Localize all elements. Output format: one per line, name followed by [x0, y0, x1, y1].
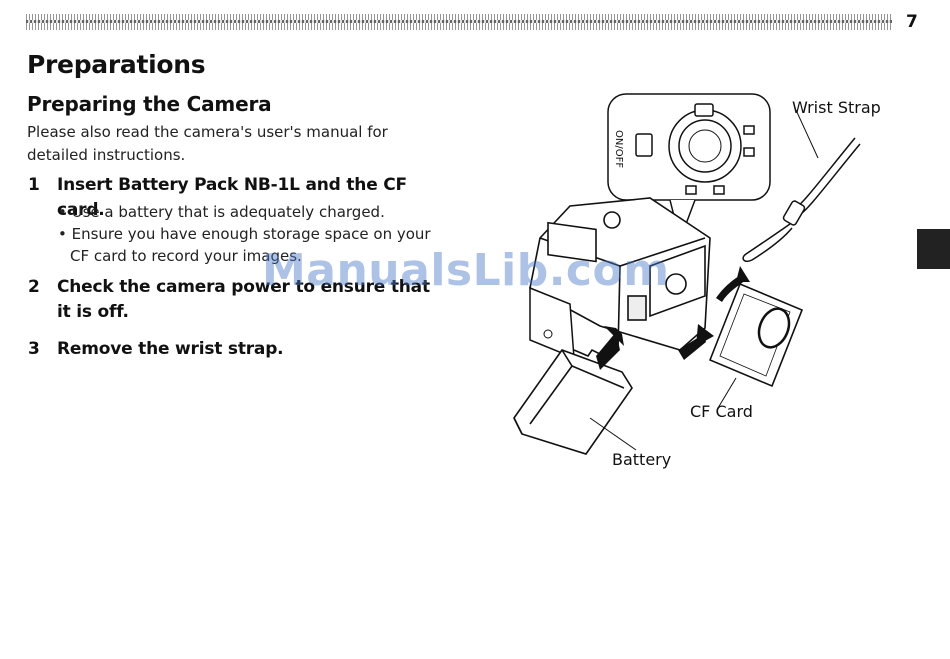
- step-1: 1 Insert Battery Pack NB-1L and the CF ca…: [28, 173, 447, 223]
- header-rule: [26, 14, 892, 30]
- power-dial-label: ON/OFF: [613, 130, 624, 168]
- camera-diagram: ON/OFF: [513, 93, 861, 455]
- section-title: Preparations: [27, 50, 206, 79]
- battery-label: Battery: [612, 450, 672, 469]
- wrist-strap: [742, 109, 861, 263]
- camera-illustration: ON/OFF: [500, 88, 910, 488]
- page-number: 7: [906, 12, 918, 32]
- step-3: 3 Remove the wrist strap.: [28, 337, 447, 362]
- cf-card: [708, 282, 804, 388]
- step-text: Remove the wrist strap.: [57, 339, 284, 359]
- step-number: 2: [28, 277, 40, 297]
- step-number: 3: [28, 339, 40, 359]
- subsection-title: Preparing the Camera: [27, 92, 272, 116]
- bullet-item: • Use a battery that is adequately charg…: [58, 203, 385, 221]
- step-number: 1: [28, 175, 40, 195]
- step-text: Check the camera power to ensure that it…: [57, 277, 430, 322]
- intro-text: Please also read the camera's user's man…: [27, 123, 388, 164]
- chapter-tab: [917, 229, 950, 269]
- bullet-item: • Ensure you have enough storage space o…: [58, 225, 431, 265]
- wrist-strap-label: Wrist Strap: [792, 98, 881, 117]
- step-text: Insert Battery Pack NB-1L and the CF car…: [57, 175, 407, 220]
- battery-pack: [513, 348, 633, 455]
- step-1-bullets: • Use a battery that is adequately charg…: [58, 201, 448, 267]
- watermark: ManualsLib.com: [262, 245, 670, 296]
- step-2: 2 Check the camera power to ensure that i…: [28, 275, 442, 325]
- insert-arrows: [596, 266, 750, 370]
- cf-card-label: CF Card: [690, 402, 753, 421]
